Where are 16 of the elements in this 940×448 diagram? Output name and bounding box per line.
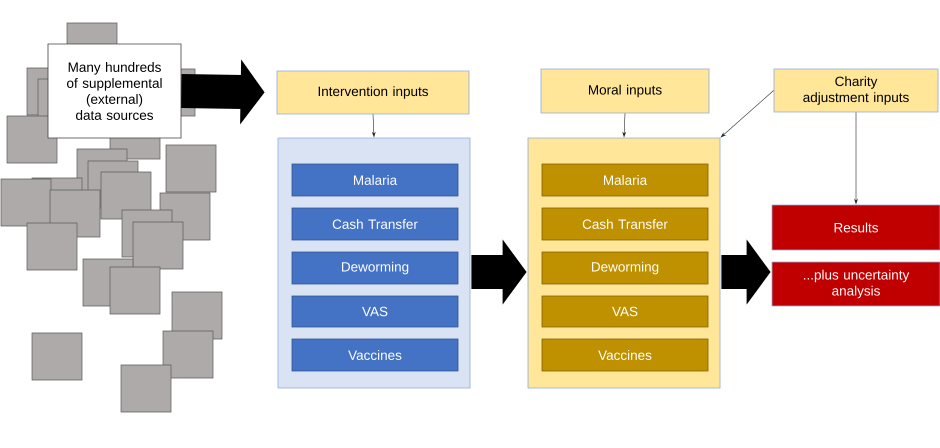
list-item-box: Cash Transfer xyxy=(292,208,458,240)
list-item-box: VAS xyxy=(292,296,458,328)
list-item-box: Vaccines xyxy=(542,338,708,372)
list-item-box: Cash Transfer xyxy=(542,208,708,240)
input-box: Charity adjustment inputs xyxy=(774,68,938,112)
list-item-box: VAS xyxy=(542,296,708,328)
list-item-box: Deworming xyxy=(292,252,458,284)
text-box: Many hundreds of supplemental (external) data sources xyxy=(48,44,182,138)
list-item-box: Deworming xyxy=(542,252,708,284)
input-box: Intervention inputs xyxy=(276,70,470,114)
list-item-box: Vaccines xyxy=(292,338,458,372)
list-item-box: Malaria xyxy=(292,164,458,196)
result-box: ...plus uncertainty analysis xyxy=(772,262,940,306)
input-box: Moral inputs xyxy=(540,68,710,114)
result-box: Results xyxy=(772,204,940,250)
list-item-box: Malaria xyxy=(542,164,708,196)
